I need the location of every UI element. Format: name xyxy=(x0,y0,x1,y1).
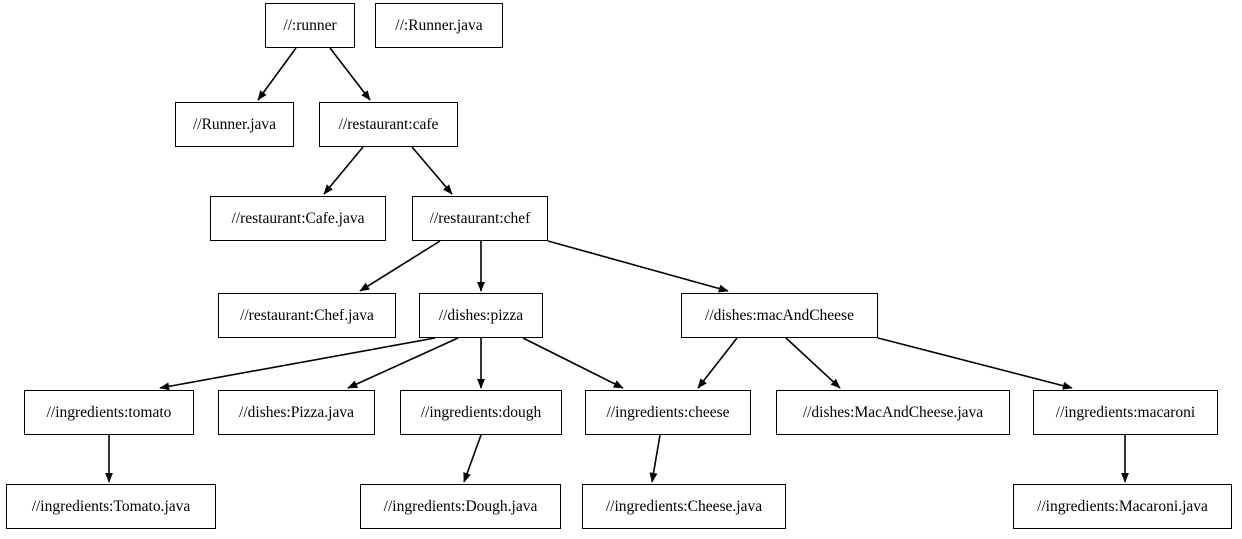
graph-node-label: //ingredients:dough xyxy=(420,403,542,421)
graph-node-label: //dishes:MacAndCheese.java xyxy=(802,403,984,421)
graph-node-restaurant_cafe_java[interactable]: //restaurant:Cafe.java xyxy=(210,196,386,241)
graph-node-ingredients_macaroni_java[interactable]: //ingredients:Macaroni.java xyxy=(1013,484,1232,529)
graph-node-label: //restaurant:Cafe.java xyxy=(231,209,365,227)
graph-node-ingredients_cheese_java[interactable]: //ingredients:Cheese.java xyxy=(582,484,786,529)
graph-node-label: //dishes:pizza xyxy=(438,306,524,324)
graph-node-label: //ingredients:Cheese.java xyxy=(605,497,763,515)
graph-node-ingredients_dough_java[interactable]: //ingredients:Dough.java xyxy=(360,484,561,529)
graph-node-ingredients_tomato_java[interactable]: //ingredients:Tomato.java xyxy=(6,484,216,529)
graph-node-label: //restaurant:cafe xyxy=(338,115,439,133)
graph-node-label: //:Runner.java xyxy=(395,16,483,34)
graph-node-label: //ingredients:Macaroni.java xyxy=(1037,497,1208,515)
graph-node-restaurant_cafe[interactable]: //restaurant:cafe xyxy=(319,102,458,147)
graph-node-ingredients_cheese[interactable]: //ingredients:cheese xyxy=(585,390,751,435)
graph-node-label: //:runner xyxy=(283,16,337,34)
graph-node-ingredients_dough[interactable]: //ingredients:dough xyxy=(400,390,562,435)
graph-node-runner_java_root[interactable]: //:Runner.java xyxy=(375,3,503,48)
graph-node-dishes_macandcheese_java[interactable]: //dishes:MacAndCheese.java xyxy=(776,390,1010,435)
graph-node-label: //dishes:macAndCheese xyxy=(705,306,854,324)
graph-node-label: //ingredients:cheese xyxy=(606,403,730,421)
graph-node-label: //dishes:Pizza.java xyxy=(239,403,354,421)
graph-node-label: //ingredients:Dough.java xyxy=(383,497,538,515)
graph-node-runner_java[interactable]: //Runner.java xyxy=(175,102,294,147)
graph-node-label: //ingredients:tomato xyxy=(46,403,172,421)
graph-node-label: //restaurant:chef xyxy=(429,209,531,227)
graph-node-label: //ingredients:Tomato.java xyxy=(31,497,191,515)
graph-node-label: //Runner.java xyxy=(192,115,277,133)
graph-node-restaurant_chef_java[interactable]: //restaurant:Chef.java xyxy=(218,293,396,338)
graph-node-dishes_macandcheese[interactable]: //dishes:macAndCheese xyxy=(681,293,878,338)
graph-node-dishes_pizza[interactable]: //dishes:pizza xyxy=(419,293,543,338)
graph-node-label: //restaurant:Chef.java xyxy=(240,306,374,324)
graph-node-restaurant_chef[interactable]: //restaurant:chef xyxy=(412,196,548,241)
graph-node-runner[interactable]: //:runner xyxy=(265,3,355,48)
graph-node-ingredients_tomato[interactable]: //ingredients:tomato xyxy=(24,390,194,435)
graph-node-dishes_pizza_java[interactable]: //dishes:Pizza.java xyxy=(218,390,375,435)
graph-node-ingredients_macaroni[interactable]: //ingredients:macaroni xyxy=(1033,390,1218,435)
graph-node-label: //ingredients:macaroni xyxy=(1055,403,1196,421)
